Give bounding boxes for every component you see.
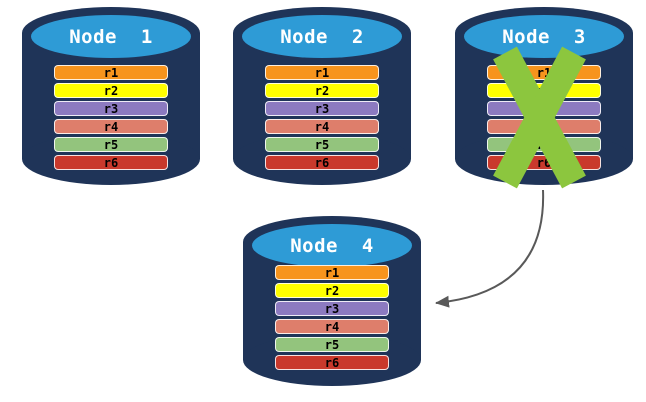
replica-bar-r4: r4 (265, 119, 379, 134)
replica-bar-r2: r2 (275, 283, 389, 298)
failure-x-icon (493, 46, 586, 189)
node-2-cylinder-top-face: Node 2 (242, 15, 402, 58)
node-3-title: Node 3 (502, 25, 586, 48)
node-1: Node 1 r1 r2 r3 r4 r5 r6 (22, 7, 200, 185)
replica-bar-r3: r3 (275, 301, 389, 316)
node-2: Node 2 r1 r2 r3 r4 r5 r6 (233, 7, 411, 185)
node-4-replica-list: r1 r2 r3 r4 r5 r6 (275, 265, 389, 370)
replica-bar-r5: r5 (54, 137, 168, 152)
replica-bar-r1: r1 (265, 65, 379, 80)
replica-bar-r6: r6 (265, 155, 379, 170)
replica-bar-r4: r4 (54, 119, 168, 134)
node-3-cylinder-top-face: Node 3 (464, 15, 624, 58)
node-4: Node 4 r1 r2 r3 r4 r5 r6 (243, 216, 421, 386)
replica-bar-r5: r5 (275, 337, 389, 352)
replica-bar-r4: r4 (275, 319, 389, 334)
replica-bar-r3: r3 (54, 101, 168, 116)
node-2-replica-list: r1 r2 r3 r4 r5 r6 (265, 65, 379, 170)
replica-bar-r3: r3 (265, 101, 379, 116)
node-2-title: Node 2 (280, 25, 364, 48)
node-4-title: Node 4 (290, 234, 374, 257)
node-1-cylinder-top-face: Node 1 (31, 15, 191, 58)
node-4-cylinder-top-face: Node 4 (252, 224, 412, 267)
replica-bar-r6: r6 (275, 355, 389, 370)
replica-bar-r1: r1 (54, 65, 168, 80)
node-1-title: Node 1 (69, 25, 153, 48)
node-1-replica-list: r1 r2 r3 r4 r5 r6 (54, 65, 168, 170)
replica-bar-r2: r2 (265, 83, 379, 98)
replica-bar-r5: r5 (265, 137, 379, 152)
node-3: Node 3 r1 r2 r3 r4 r5 r6 (455, 7, 633, 189)
replica-bar-r6: r6 (54, 155, 168, 170)
replica-bar-r2: r2 (54, 83, 168, 98)
replica-bar-r1: r1 (275, 265, 389, 280)
